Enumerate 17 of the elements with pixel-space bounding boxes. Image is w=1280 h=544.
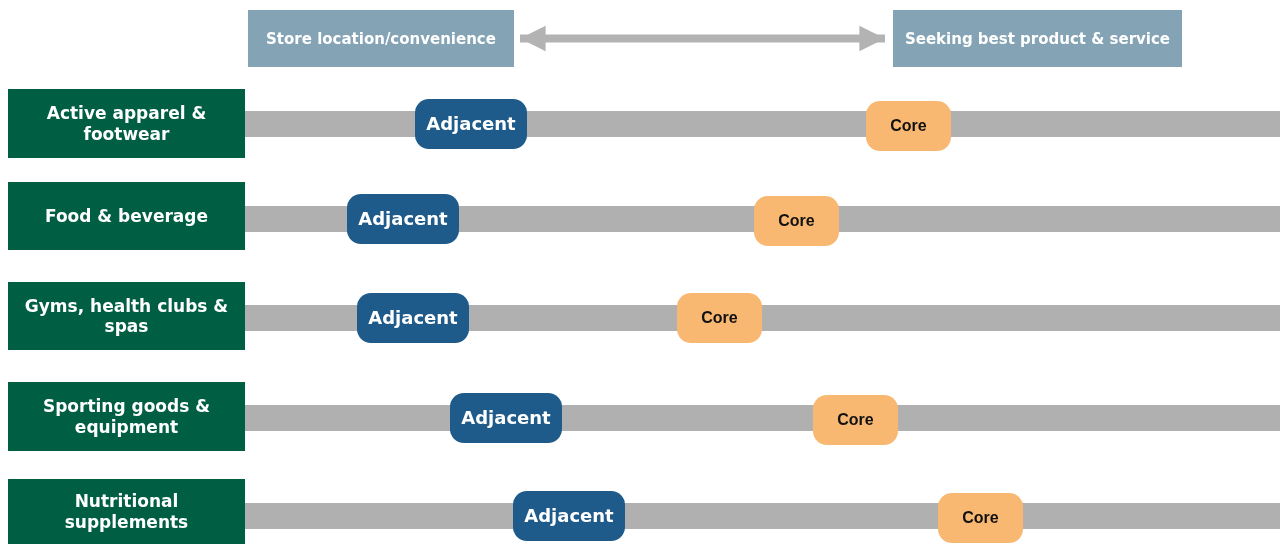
adjacent-pill: Adjacent (513, 491, 625, 541)
adjacent-pill: Adjacent (450, 393, 562, 443)
header-box: Seeking best product & service (893, 10, 1182, 67)
core-pill: Core (754, 196, 839, 246)
header-box: Store location/convenience (248, 10, 514, 67)
category-box: Food & beverage (8, 182, 245, 250)
category-box: Gyms, health clubs & spas (8, 282, 245, 350)
category-box: Nutritional supplements (8, 479, 245, 544)
core-pill: Core (866, 101, 951, 151)
adjacent-pill: Adjacent (415, 99, 527, 149)
core-pill: Core (677, 293, 762, 343)
category-box: Active apparel & footwear (8, 89, 245, 158)
adjacent-pill: Adjacent (357, 293, 469, 343)
core-pill: Core (813, 395, 898, 445)
core-pill: Core (938, 493, 1023, 543)
adjacent-pill: Adjacent (347, 194, 459, 244)
category-box: Sporting goods & equipment (8, 382, 245, 451)
